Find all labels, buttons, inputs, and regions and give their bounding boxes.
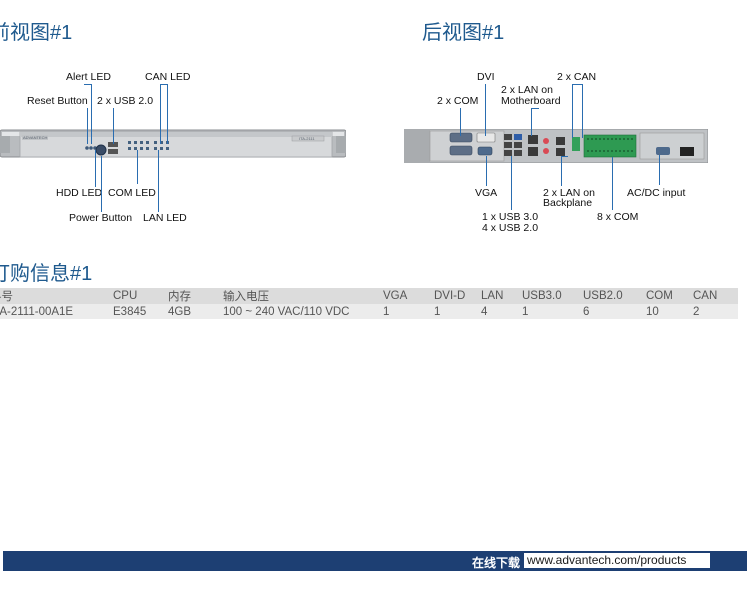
usb20-label: 2 x USB 2.0 bbox=[97, 95, 154, 107]
table-cell: 1 bbox=[430, 304, 477, 319]
leader-line bbox=[160, 84, 161, 144]
table-header-cell: LAN bbox=[477, 288, 518, 304]
hdd-led-label: HDD LED bbox=[56, 187, 103, 199]
table-cell: 4 bbox=[477, 304, 518, 319]
leader-line bbox=[561, 156, 562, 186]
table-header-cell: USB2.0 bbox=[579, 288, 642, 304]
usb2-label: 4 x USB 2.0 bbox=[482, 222, 539, 234]
com8-label: 8 x COM bbox=[597, 211, 639, 223]
leader-line bbox=[101, 156, 102, 212]
lan-motherboard-label-2: Motherboard bbox=[501, 95, 561, 107]
leader-line bbox=[531, 108, 539, 109]
leader-line bbox=[485, 84, 486, 136]
table-cell: 100 ~ 240 VAC/110 VDC bbox=[219, 304, 379, 319]
com-ports-label: 2 x COM bbox=[437, 95, 479, 107]
leader-line bbox=[460, 108, 461, 136]
ordering-info-heading: 订购信息#1 bbox=[0, 263, 93, 285]
leader-line bbox=[167, 84, 168, 144]
table-header-cell: USB3.0 bbox=[518, 288, 579, 304]
leader-line bbox=[486, 156, 487, 186]
leader-line bbox=[113, 108, 114, 144]
ordering-table: 料号 CPU 内存 输入电压 VGA DVI-D LAN USB3.0 USB2… bbox=[0, 288, 738, 319]
vga-label: VGA bbox=[475, 187, 498, 199]
rear-view-heading: 后视图#1 bbox=[422, 22, 505, 44]
leader-line bbox=[531, 108, 532, 136]
table-header-cell: VGA bbox=[379, 288, 430, 304]
front-view-heading: 前视图#1 bbox=[0, 22, 73, 44]
table-row: ITA-2111-00A1E E3845 4GB 100 ~ 240 VAC/1… bbox=[0, 304, 738, 319]
table-header-cell: CAN bbox=[689, 288, 738, 304]
leader-line bbox=[572, 84, 573, 138]
table-header-row: 料号 CPU 内存 输入电压 VGA DVI-D LAN USB3.0 USB2… bbox=[0, 288, 738, 304]
front-model-text: ITA-2111 bbox=[299, 136, 315, 141]
leader-line bbox=[137, 150, 138, 184]
reset-button-label: Reset Button bbox=[27, 95, 88, 107]
lan-backplane-label-2: Backplane bbox=[543, 197, 593, 209]
table-cell: 6 bbox=[579, 304, 642, 319]
table-header-cell: 输入电压 bbox=[219, 288, 379, 304]
front-panel-image bbox=[0, 129, 346, 158]
leader-line bbox=[87, 108, 88, 144]
leader-line bbox=[511, 156, 512, 210]
table-cell: 1 bbox=[379, 304, 430, 319]
table-cell: E3845 bbox=[107, 304, 164, 319]
leader-line bbox=[91, 84, 92, 144]
table-cell: 1 bbox=[518, 304, 579, 319]
com-led-label: COM LED bbox=[108, 187, 156, 199]
leader-line bbox=[572, 84, 582, 85]
table-header-cell: 内存 bbox=[164, 288, 219, 304]
table-cell: ITA-2111-00A1E bbox=[0, 304, 107, 319]
front-brand-text: ADVANTECH bbox=[23, 135, 48, 140]
table-cell: 4GB bbox=[164, 304, 219, 319]
table-header-cell: DVI-D bbox=[430, 288, 477, 304]
leader-line bbox=[582, 84, 583, 138]
acdc-input-label: AC/DC input bbox=[627, 187, 686, 199]
power-button-label: Power Button bbox=[69, 212, 133, 224]
lan-motherboard-label-1: 2 x LAN on bbox=[501, 84, 553, 96]
can-ports-label: 2 x CAN bbox=[557, 71, 597, 83]
alert-led-label: Alert LED bbox=[66, 71, 111, 83]
dvi-label: DVI bbox=[477, 71, 495, 83]
table-cell: 2 bbox=[689, 304, 738, 319]
table-cell: 10 bbox=[642, 304, 689, 319]
leader-line bbox=[84, 84, 92, 85]
leader-line bbox=[659, 155, 660, 185]
rear-panel-image bbox=[404, 129, 708, 163]
can-led-label: CAN LED bbox=[145, 71, 191, 83]
table-header-cell: CPU bbox=[107, 288, 164, 304]
lan-led-label: LAN LED bbox=[143, 212, 187, 224]
leader-line bbox=[561, 156, 568, 157]
online-download-label: 在线下载 bbox=[472, 556, 521, 570]
leader-line bbox=[160, 84, 168, 85]
table-header-cell: 料号 bbox=[0, 288, 107, 304]
leader-line bbox=[158, 150, 159, 212]
usb3-label: 1 x USB 3.0 bbox=[482, 211, 539, 223]
leader-line bbox=[612, 157, 613, 210]
table-header-cell: COM bbox=[642, 288, 689, 304]
leader-line bbox=[95, 150, 96, 187]
products-url-link[interactable]: www.advantech.com/products bbox=[524, 553, 710, 568]
lan-backplane-label-1: 2 x LAN on bbox=[543, 187, 595, 199]
